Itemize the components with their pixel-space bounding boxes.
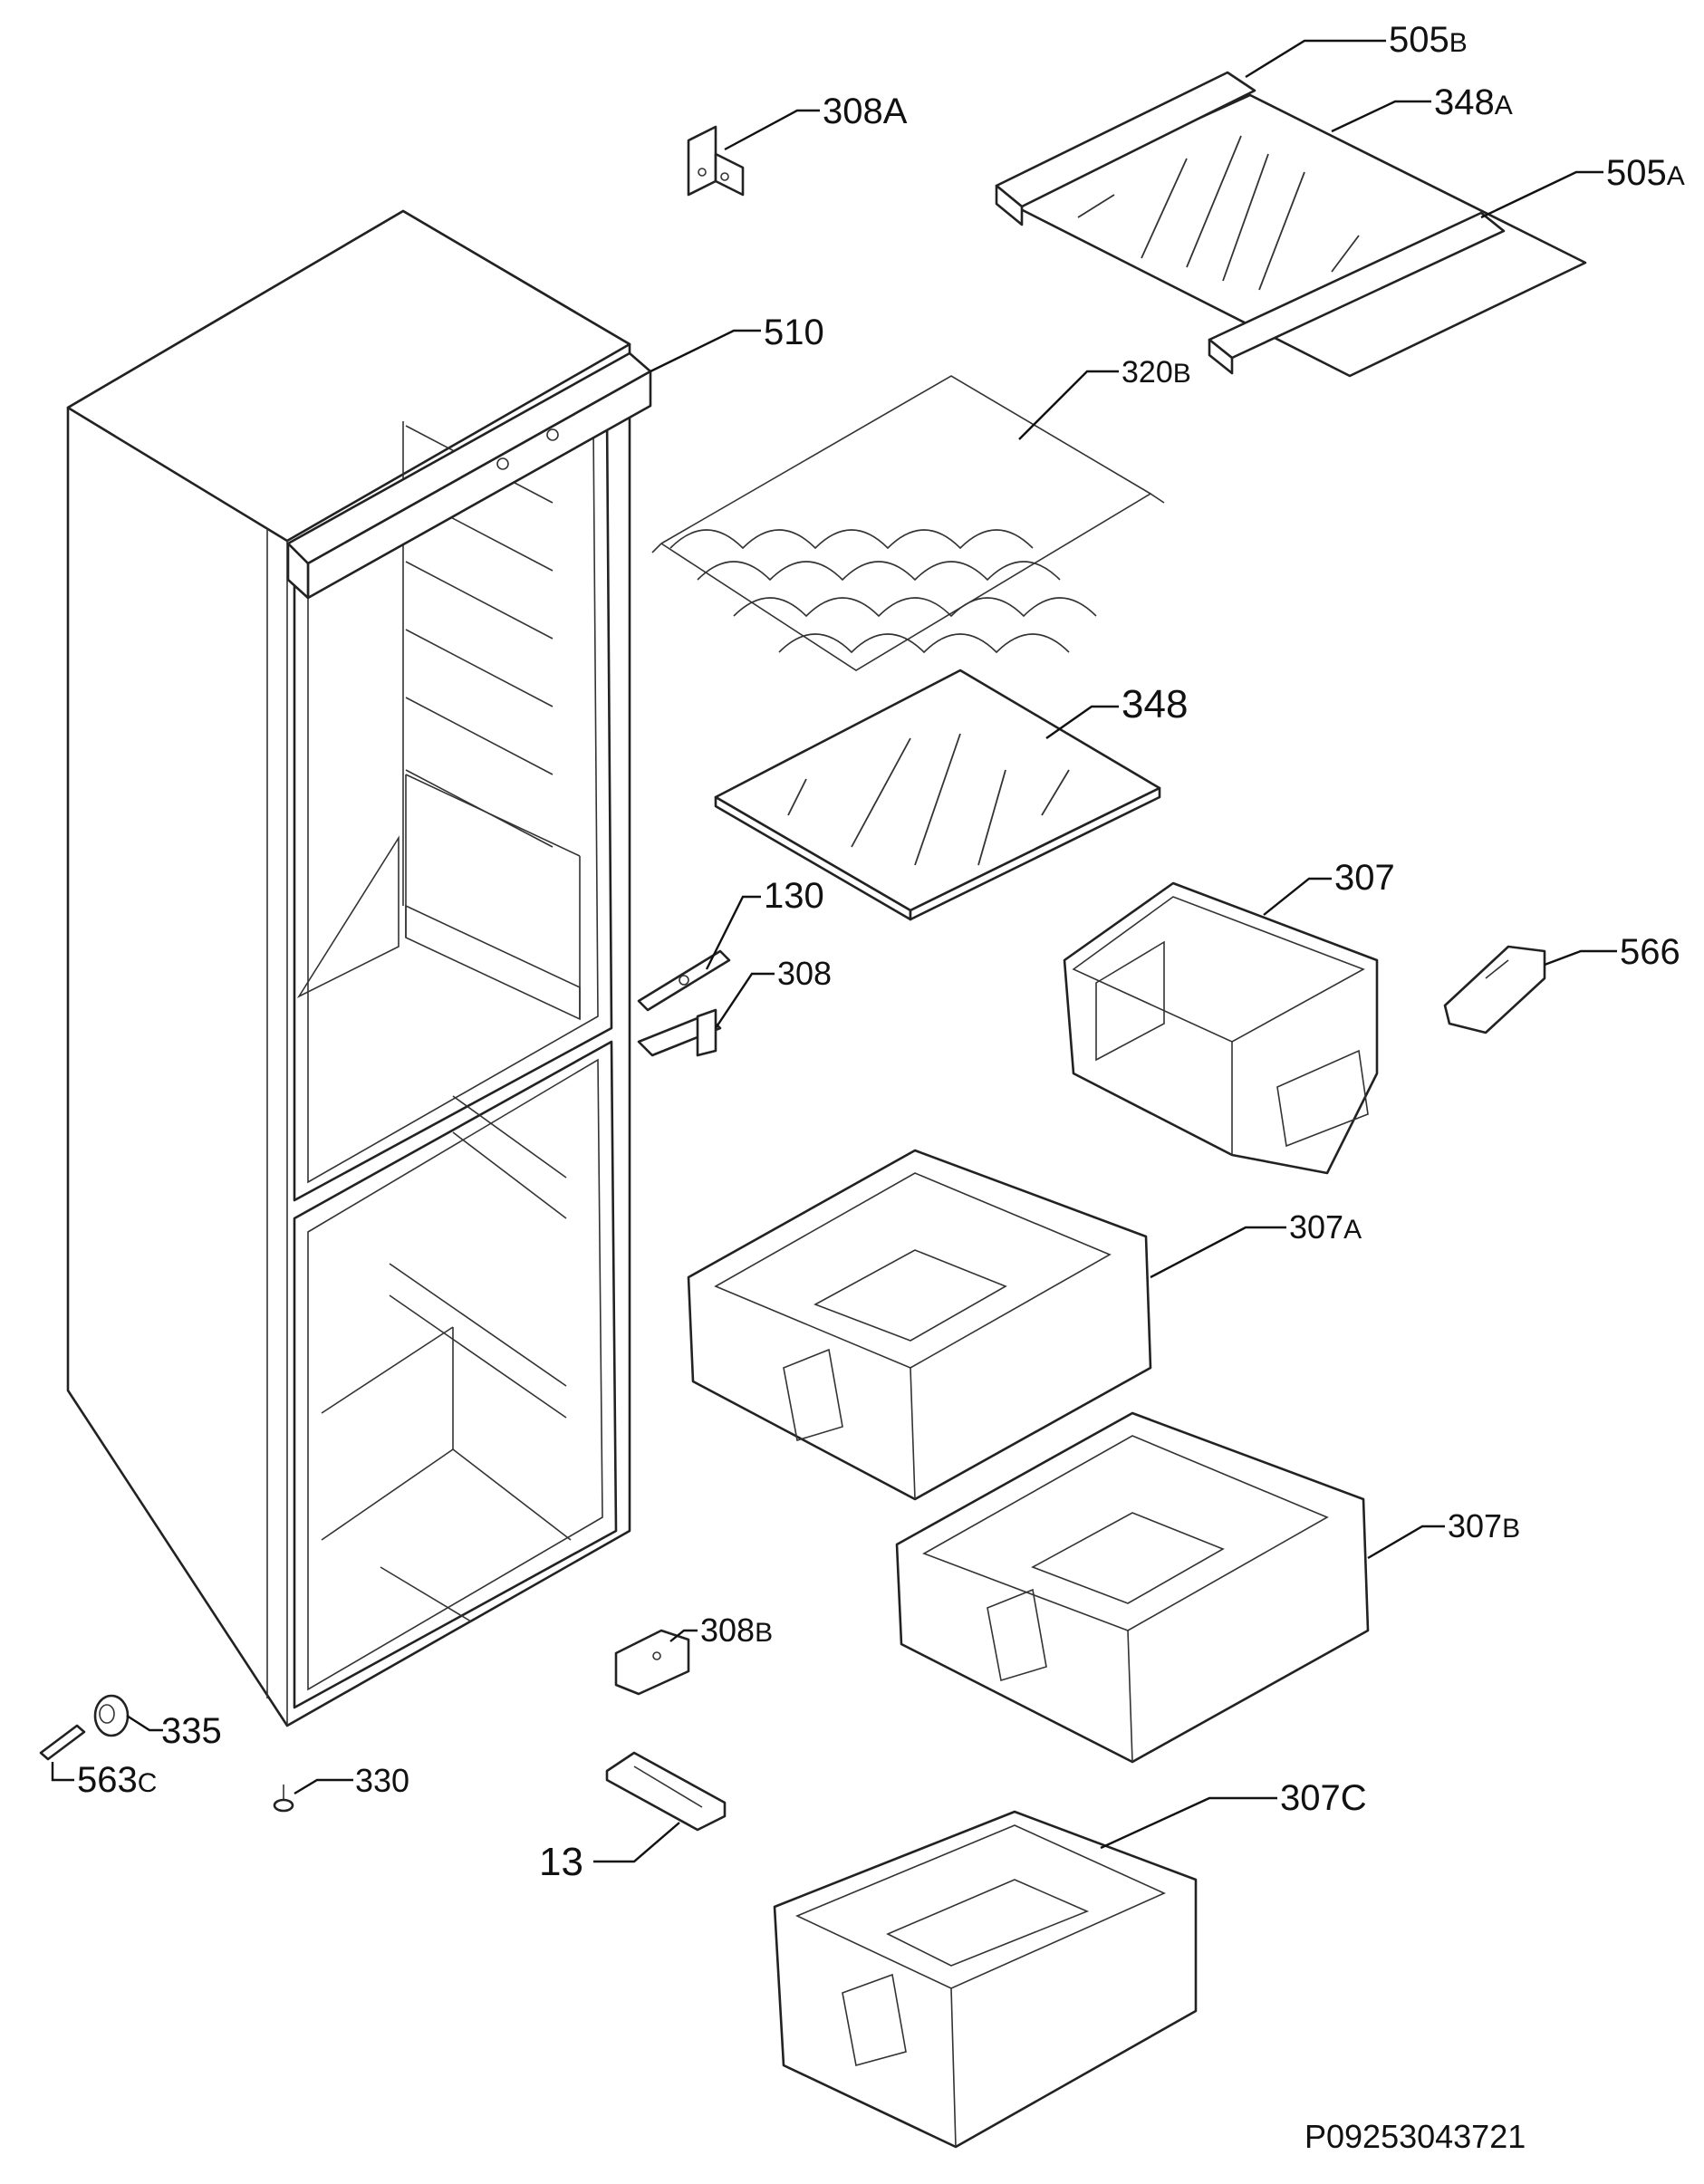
label-348a: 348A	[1434, 82, 1513, 122]
label-307: 307	[1334, 858, 1395, 898]
label-335: 335	[161, 1711, 222, 1751]
part-566	[1443, 945, 1546, 1034]
drawer-307c	[773, 1810, 1198, 2149]
label-320b: 320B	[1122, 355, 1191, 390]
label-330: 330	[355, 1762, 409, 1799]
bin-307	[1063, 881, 1379, 1175]
label-13: 13	[539, 1840, 583, 1884]
foot-330	[273, 1785, 294, 1813]
glass-shelf-348	[714, 669, 1161, 921]
part-130	[637, 949, 731, 1012]
label-308a: 308A	[823, 91, 908, 131]
wheel-335	[93, 1694, 130, 1737]
label-566: 566	[1620, 932, 1680, 972]
bracket-13	[605, 1751, 727, 1832]
label-510: 510	[764, 313, 824, 352]
hinge-308a	[687, 125, 745, 197]
label-307a: 307A	[1289, 1208, 1362, 1246]
hinge-308	[637, 1008, 722, 1057]
label-307b: 307B	[1448, 1507, 1520, 1544]
label-505b: 505B	[1389, 20, 1468, 60]
wine-rack-320b	[651, 375, 1165, 671]
diagram-reference-code: P09253043721	[1304, 2118, 1526, 2155]
glass-shelf-348a-assembly	[995, 71, 1587, 378]
label-348: 348	[1122, 682, 1188, 726]
axle-563c	[39, 1724, 86, 1761]
label-563c: 563C	[77, 1760, 157, 1800]
label-308: 308	[777, 955, 832, 992]
leader-lines	[51, 39, 1617, 1863]
hinge-308b	[614, 1629, 690, 1696]
label-308b: 308B	[700, 1612, 773, 1649]
fridge-cabinet	[66, 209, 631, 1727]
drawer-307b	[895, 1411, 1370, 1764]
label-130: 130	[764, 876, 824, 916]
drawer-307a	[687, 1149, 1152, 1501]
part-labels: 505B 348A 505A 308A 510 320B 348 307 130…	[77, 20, 1685, 1884]
label-505a: 505A	[1606, 153, 1685, 193]
label-307c: 307C	[1280, 1778, 1367, 1818]
